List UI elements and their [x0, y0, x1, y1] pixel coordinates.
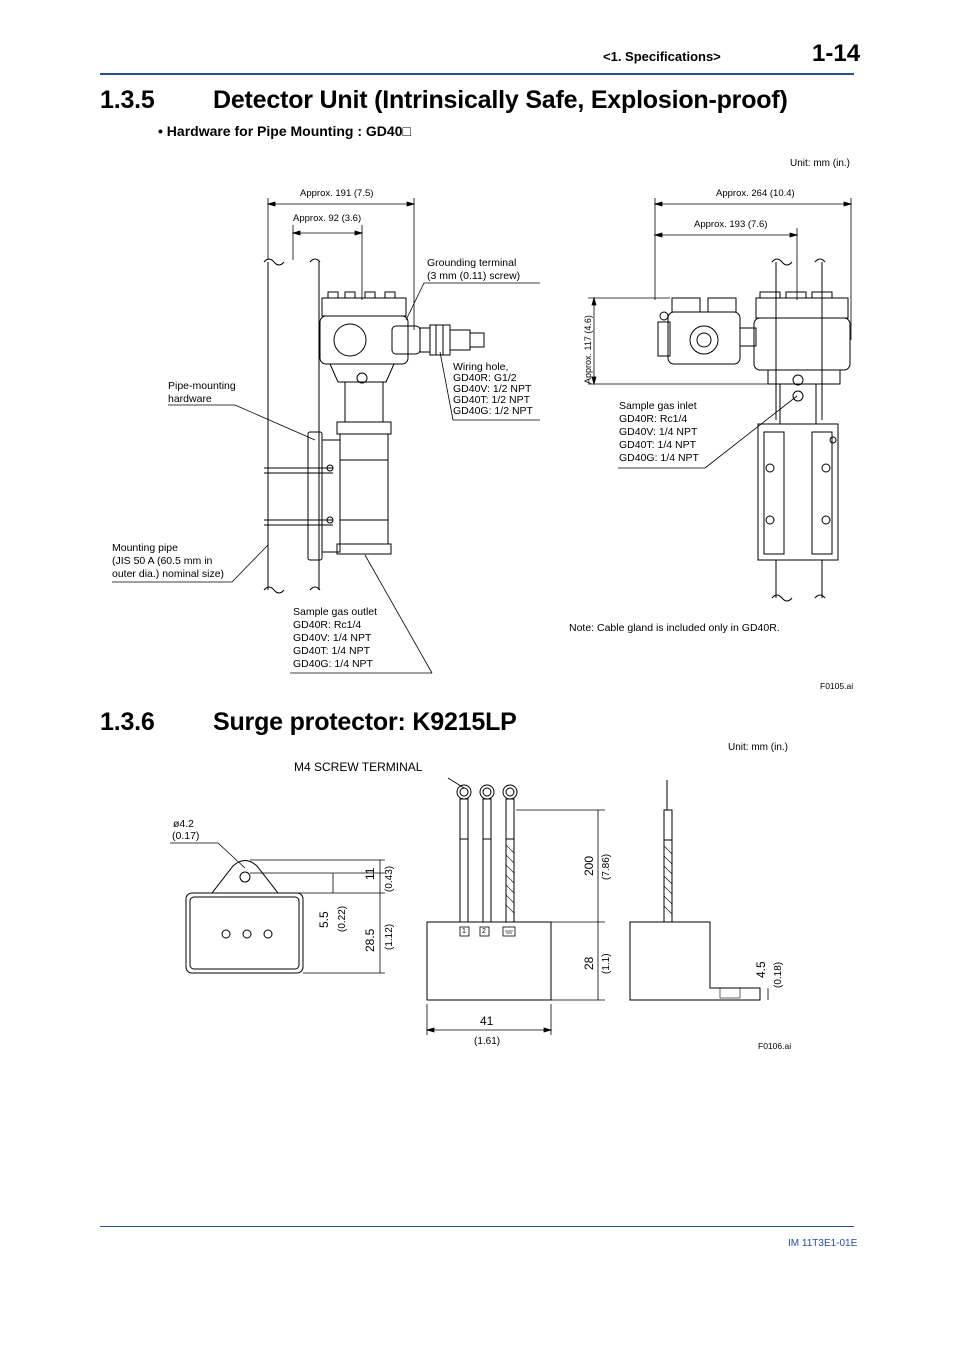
section-number: 1.3.5: [100, 86, 155, 114]
surge-protector-side-view: [426, 777, 552, 1001]
terminal-2-label: 2: [482, 928, 486, 935]
dim-28-in: (1.1): [601, 953, 612, 974]
section-number: 1.3.6: [100, 708, 155, 736]
dimension-lines-right: [588, 198, 853, 386]
section-title: Detector Unit (Intrinsically Safe, Explo…: [213, 86, 788, 114]
subsection-title: • Hardware for Pipe Mounting : GD40□: [158, 123, 411, 139]
unit-note: Unit: mm (in.): [790, 158, 850, 169]
inlet-leader: [704, 395, 798, 469]
detector-body-left: [307, 291, 485, 561]
section-title: Surge protector: K9215LP: [213, 708, 517, 736]
dim-4-5-in: (0.18): [773, 961, 784, 988]
sample-gas-inlet-label: Sample gas inlet GD40R: Rc1/4 GD40V: 1/4…: [619, 400, 699, 464]
running-header-section: <1. Specifications>: [603, 49, 721, 64]
figure-id-f0105: F0105.ai: [820, 681, 854, 691]
pipe-mounting-hardware-label: Pipe-mounting hardware: [168, 380, 236, 405]
dim-200-in: (7.86): [601, 853, 612, 880]
dim-lines-front: [250, 859, 385, 974]
dim-5-5: 5.5: [317, 911, 331, 928]
wiring-hole-label: Wiring hole, GD40R: G1/2 GD40V: 1/2 NPT …: [453, 361, 533, 417]
surge-protector-end-view: [629, 780, 769, 1001]
mounting-pipe-label: Mounting pipe (JIS 50 A (60.5 mm in oute…: [112, 542, 225, 580]
section-heading-136: 1.3.6 Surge protector: K9215LP: [100, 708, 517, 737]
dim-41: 41: [480, 1014, 494, 1028]
m4-screw-terminal-label: M4 SCREW TERMINAL: [294, 760, 423, 774]
sample-gas-outlet-label: Sample gas outlet GD40R: Rc1/4 GD40V: 1/…: [293, 606, 378, 670]
dim-92: Approx. 92 (3.6): [293, 213, 362, 224]
surge-protector-front-view: [170, 842, 304, 974]
detector-body-right: [657, 258, 851, 602]
figure-id-f0106: F0106.ai: [758, 1041, 792, 1051]
dim-28-5: 28.5: [363, 928, 377, 952]
terminal-1-label: 1: [462, 928, 466, 935]
dim-11-in: (0.43): [384, 865, 395, 892]
unit-note: Unit: mm (in.): [728, 742, 788, 753]
header-rule: [100, 73, 854, 75]
dimension-lines-left: [266, 198, 416, 330]
grounding-terminal-label: Grounding terminal (3 mm (0.11) screw): [427, 257, 521, 282]
footer-rule: [100, 1226, 854, 1227]
page-number: 1-14: [812, 40, 861, 67]
dim-41-in: (1.61): [474, 1036, 501, 1047]
dia-label: ø4.2: [173, 818, 195, 830]
dim-4-5: 4.5: [754, 961, 768, 978]
dim-28: 28: [582, 956, 596, 970]
document-number: IM 11T3E1-01E: [788, 1238, 858, 1249]
dim-264: Approx. 264 (10.4): [716, 188, 795, 199]
dim-5-5-in: (0.22): [337, 905, 348, 932]
cable-gland-note: Note: Cable gland is included only in GD…: [569, 622, 780, 634]
dia-inch-label: (0.17): [172, 830, 200, 842]
dim-191: Approx. 191 (7.5): [300, 188, 374, 199]
leader-lines-left: [112, 282, 540, 674]
section-heading-135: 1.3.5 Detector Unit (Intrinsically Safe, …: [100, 86, 788, 115]
dim-11: 11: [363, 867, 377, 880]
dim-lines-side: [425, 809, 605, 1035]
dim-200: 200: [582, 855, 596, 876]
dim-28-5-in: (1.12): [384, 923, 395, 950]
dim-193: Approx. 193 (7.6): [694, 219, 768, 230]
